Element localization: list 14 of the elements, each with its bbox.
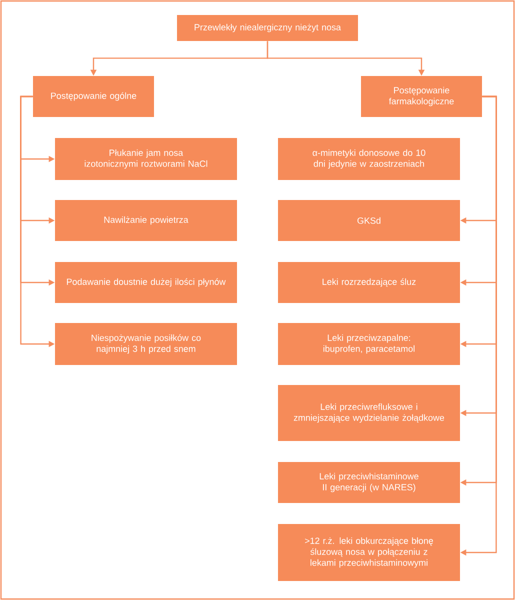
process-box: GKSd — [278, 200, 460, 241]
process-box: Podawanie doustnie dużej ilości płynów — [55, 262, 237, 303]
category-box: Postępowanie farmakologiczne — [361, 76, 482, 117]
process-box: Leki przeciwzapalne: ibuprofen, paracetamol — [278, 323, 460, 365]
process-box: Niespożywanie posiłków co najmniej 3 h przed snem — [55, 323, 237, 365]
category-box: Postępowanie ogólne — [33, 76, 154, 117]
process-box: Leki przeciwrefluksowe i zmniejszające wydzielanie żołądkowe — [278, 385, 460, 441]
process-box: α-mimetyki donosowe do 10 dni jedynie w zaostrzeniach — [278, 138, 460, 180]
process-box: Leki przeciwhistaminowe II generacji (w NARES) — [278, 462, 460, 503]
title-box: Przewlekły niealergiczny nieżyt nosa — [177, 15, 358, 41]
process-box: Nawilżanie powietrza — [55, 200, 237, 241]
process-box: Leki rozrzedzające śluz — [278, 262, 460, 303]
process-box: >12 r.ż. leki obkurczające błonę śluzową nosa w połączeniu z lekami przeciwhistaminowymi — [278, 524, 460, 581]
process-box: Płukanie jam nosa izotonicznymi roztworami NaCl — [55, 138, 237, 180]
